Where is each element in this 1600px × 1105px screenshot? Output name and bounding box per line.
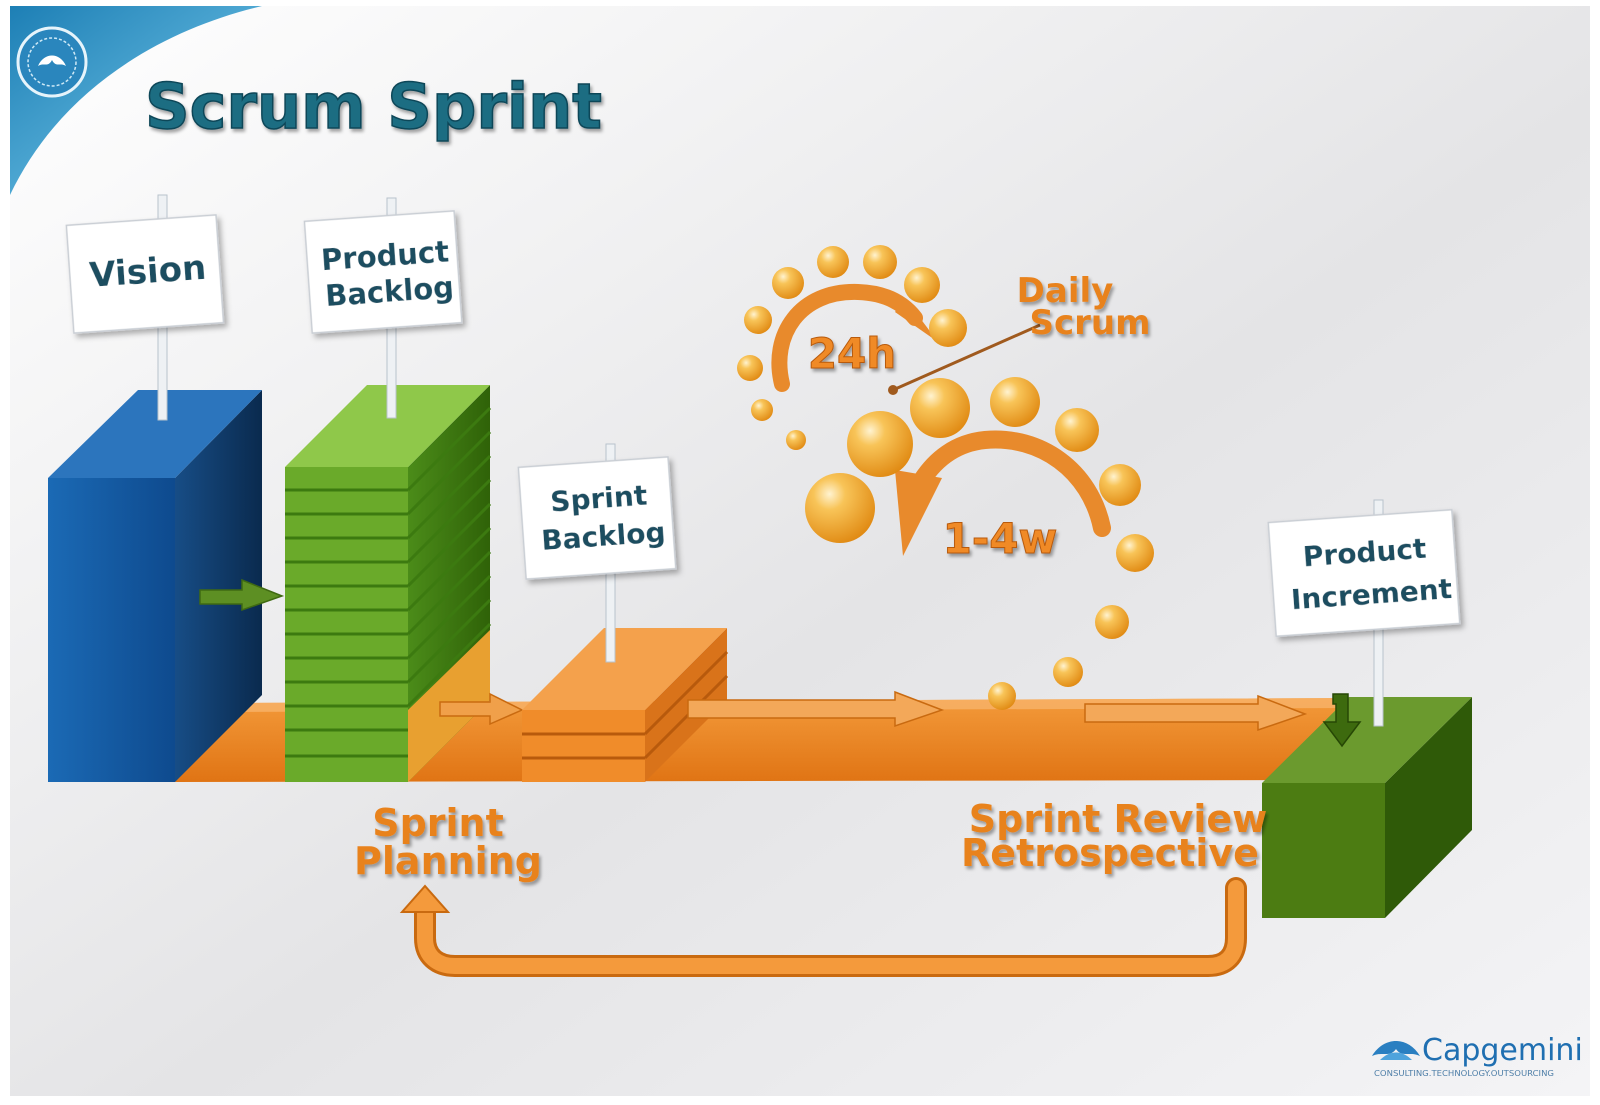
sprint-cycle: 24h 1-4w Daily Scrum — [737, 245, 1154, 710]
product-increment-sign: Product Increment — [1267, 499, 1461, 727]
backlog-layer-lines — [285, 406, 492, 758]
retrospective-return-arrow — [399, 877, 1247, 977]
sprint-planning-label-line2: Planning — [354, 839, 542, 883]
belt-arrow-1 — [687, 690, 945, 728]
capgemini-spade-icon — [1372, 1041, 1420, 1060]
sprint-balls — [805, 377, 1154, 710]
vision-to-backlog-arrow — [199, 578, 285, 612]
product-backlog-stack — [285, 385, 492, 782]
daily-balls — [737, 245, 967, 450]
sprint-backlog-layer-lines — [522, 650, 729, 760]
backlog-to-sprint-arrow — [439, 692, 524, 726]
sprint-duration-label: 1-4w — [943, 514, 1058, 563]
sprint-cycle-arrow — [895, 430, 1111, 556]
daily-duration-label: 24h — [808, 329, 896, 378]
sprint-backlog-label-line1: Sprint — [549, 478, 648, 518]
daily-cycle-arrow — [771, 283, 938, 392]
belt-arrow-2 — [1084, 694, 1308, 732]
sprint-review-label-line2: Retrospective — [961, 831, 1259, 875]
daily-scrum-pointer — [888, 323, 1041, 395]
daily-scrum-label-line2: Scrum — [1029, 303, 1150, 343]
vision-sign: Vision — [65, 194, 225, 421]
page-title: Scrum Sprint — [145, 70, 602, 143]
capgemini-tagline: CONSULTING.TECHNOLOGY.OUTSOURCING — [1374, 1069, 1554, 1078]
daily-scrum-label-line1: Daily — [1017, 271, 1114, 311]
capgemini-wordmark: Capgemini — [1422, 1033, 1583, 1068]
sprint-backlog-stack — [522, 628, 729, 782]
vision-block — [48, 390, 262, 782]
sprint-backlog-sign: Sprint Backlog — [517, 443, 677, 663]
product-increment-cube — [1262, 697, 1472, 918]
sprint-planning-label-line1: Sprint — [372, 801, 504, 845]
sprint-review-label-line1: Sprint Review — [969, 797, 1268, 841]
vision-label: Vision — [88, 248, 207, 296]
collaborative-logo-icon — [16, 26, 88, 98]
increment-drop-arrow-icon — [1322, 693, 1362, 748]
product-backlog-sign: Product Backlog — [303, 197, 463, 419]
capgemini-logo: Capgemini CONSULTING.TECHNOLOGY.OUTSOURC… — [1372, 1033, 1583, 1078]
